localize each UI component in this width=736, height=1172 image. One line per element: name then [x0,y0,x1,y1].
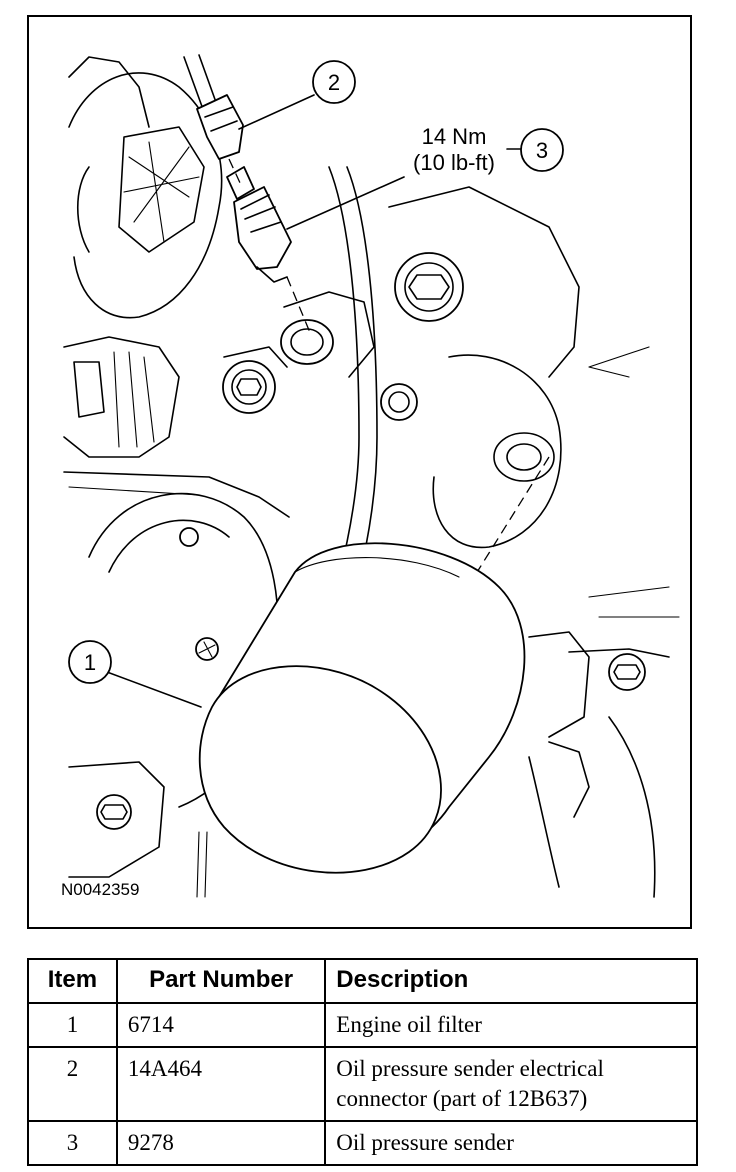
right-housing [380,186,650,549]
callout-1: 1 [68,640,112,684]
row-item: 2 [27,1046,118,1122]
row-part-number: 9278 [115,1120,327,1166]
callout-3: 3 [520,128,564,172]
electrical-connector-drawing [183,54,244,186]
parts-table: Item Part Number Description 1 6714 Engi… [27,958,698,1166]
row-description: Engine oil filter [324,1002,698,1048]
drive-belt [328,166,378,578]
lower-mount-bolt [68,761,208,898]
table-header-row: Item Part Number Description [27,958,698,1004]
upper-pulley [68,56,223,319]
row-description: Oil pressure sender electrical connector… [324,1046,698,1122]
table-row: 3 9278 Oil pressure sender [27,1120,698,1166]
oil-filter-drawing [198,542,526,874]
figure-id: N0042359 [61,880,139,899]
oil-pressure-sender-drawing [226,166,312,336]
engine-diagram: 1 2 3 14 Nm (10 lb-ft) N0042359 [27,15,692,929]
table-row: 1 6714 Engine oil filter [27,1002,698,1048]
oil-port [280,291,375,378]
lower-right-bracket [528,586,680,898]
row-description-line: Oil pressure sender electrical [336,1056,604,1081]
callout-2: 2 [312,60,356,104]
callout-1-number: 1 [84,650,96,675]
header-item: Item [27,958,118,1004]
row-part-number: 14A464 [115,1046,327,1122]
row-item: 1 [27,1002,118,1048]
leader-line-1 [106,671,202,708]
filter-centerline [473,456,550,578]
table-row: 2 14A464 Oil pressure sender electrical … [27,1046,698,1122]
row-item: 3 [27,1120,118,1166]
callout-3-number: 3 [536,138,548,163]
center-bolt [222,346,288,414]
engine-illustration: 1 2 3 14 Nm (10 lb-ft) N0042359 [61,54,680,899]
header-part-number: Part Number [115,958,327,1004]
row-description: Oil pressure sender [324,1120,698,1166]
header-description: Description [324,958,698,1004]
callout-2-number: 2 [328,70,340,95]
left-bracket [63,336,290,518]
leader-line-2 [238,94,315,130]
row-part-number: 6714 [115,1002,327,1048]
leader-line-3 [286,176,405,230]
torque-spec-imperial: (10 lb-ft) [413,150,495,175]
torque-spec-metric: 14 Nm [422,124,487,149]
row-description-line: connector (part of 12B637) [336,1086,588,1111]
